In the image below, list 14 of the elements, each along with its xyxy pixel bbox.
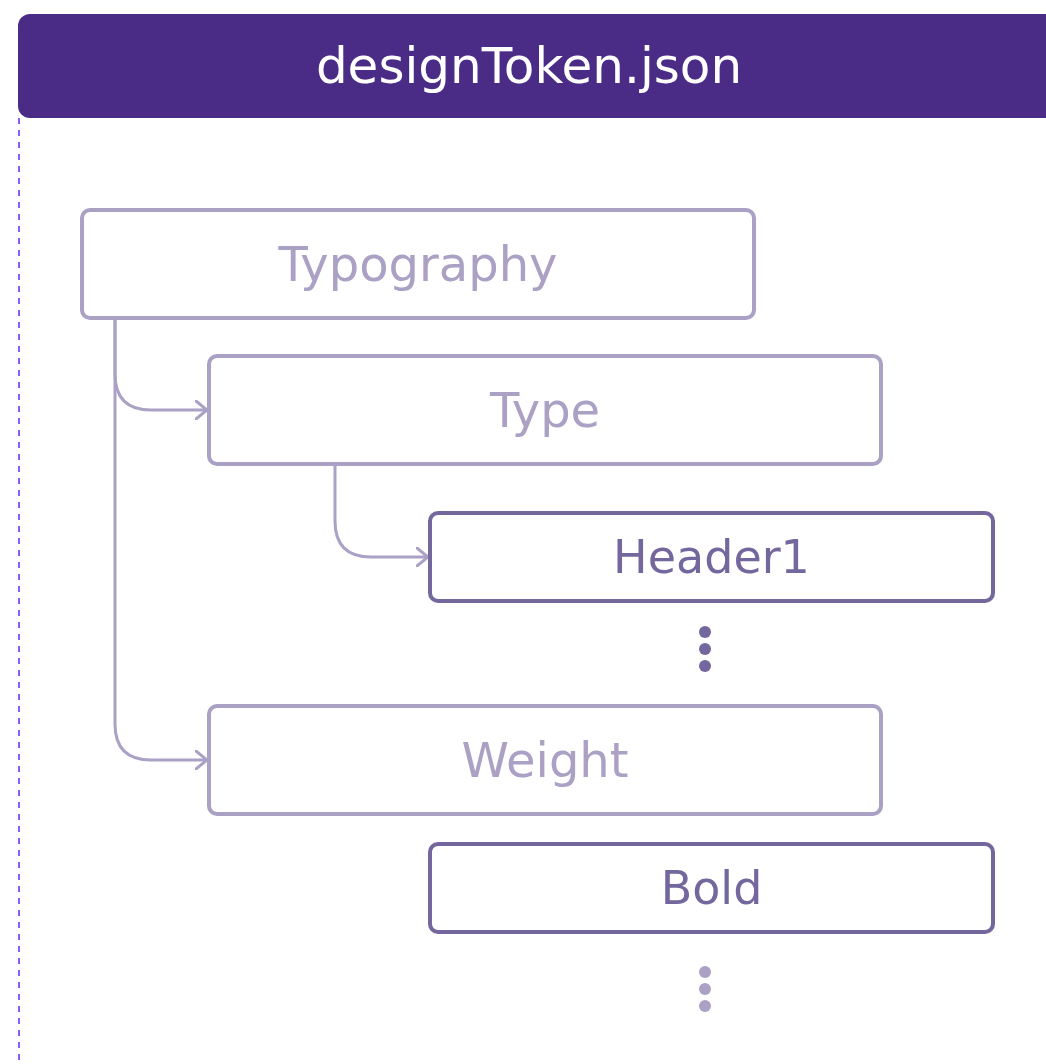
title-text: designToken.json: [315, 37, 743, 95]
token-box: [428, 511, 995, 603]
arrow: [113, 320, 209, 771]
node-label: Bold: [660, 861, 763, 915]
arrow: [333, 466, 430, 568]
title-banner: [18, 14, 1046, 118]
node-label: Typography: [278, 236, 558, 292]
token-box: [207, 354, 883, 466]
node-label: Weight: [461, 732, 629, 788]
node-label: Type: [489, 382, 601, 438]
node-label: Header1: [613, 530, 810, 584]
token-box: [80, 208, 756, 320]
token-box: [207, 704, 883, 816]
token-box: [428, 842, 995, 934]
